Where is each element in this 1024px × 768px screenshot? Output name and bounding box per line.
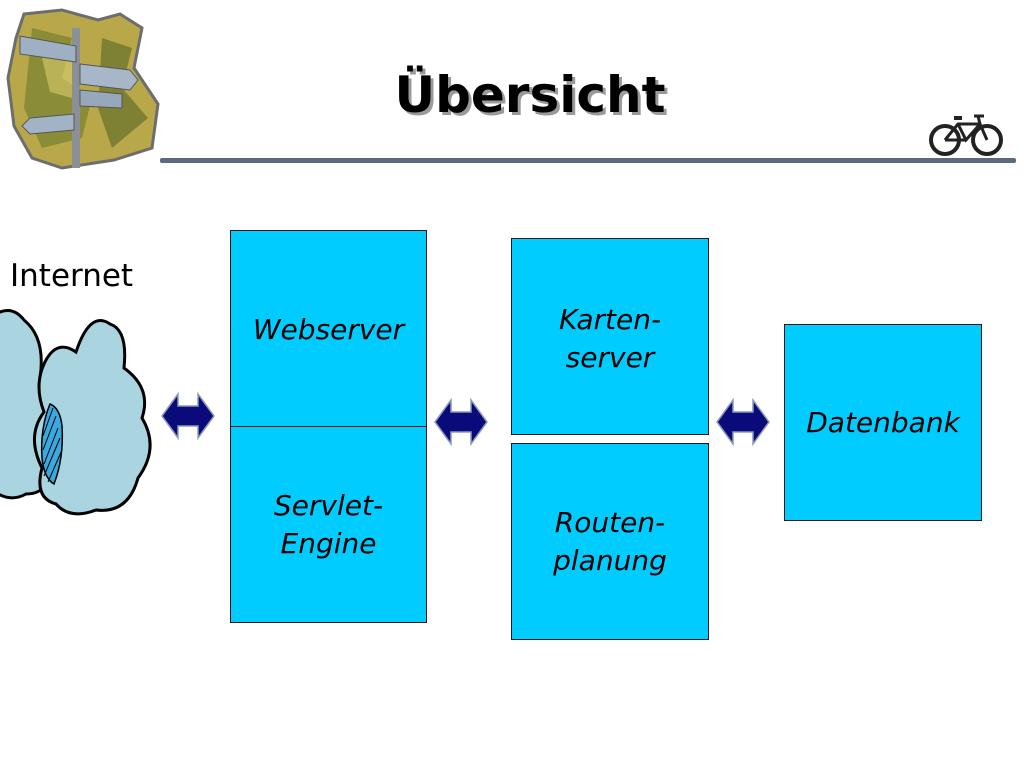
slide-title: Übersicht — [394, 66, 666, 124]
datenbank-label: Datenbank — [806, 405, 960, 439]
servlet-engine-label-line2: Engine — [280, 527, 377, 560]
double-arrow-internet-webserver — [161, 392, 215, 440]
datenbank-box: Datenbank — [784, 324, 982, 521]
kartenserver-box: Karten- server — [511, 238, 709, 435]
map-signpost-logo — [6, 8, 160, 170]
webserver-box: Webserver — [230, 230, 427, 427]
routenplanung-label: Routen- planung — [553, 504, 667, 580]
internet-cloud-icon — [0, 309, 152, 516]
webserver-label: Webserver — [252, 313, 405, 346]
servlet-engine-box: Servlet- Engine — [230, 426, 427, 623]
routenplanung-label-line1: Routen- — [554, 506, 666, 539]
routenplanung-label-line2: planung — [553, 544, 667, 577]
header-divider — [160, 158, 1016, 163]
kartenserver-label-line1: Karten- — [558, 303, 662, 336]
servlet-engine-label-line1: Servlet- — [273, 489, 384, 522]
bicycle-icon — [929, 114, 1003, 156]
routenplanung-box: Routen- planung — [511, 443, 709, 640]
kartenserver-label-line2: server — [565, 341, 655, 374]
kartenserver-label: Karten- server — [559, 301, 661, 377]
double-arrow-kartenserver-datenbank — [716, 398, 770, 446]
double-arrow-servlet-kartenserver — [434, 398, 488, 446]
servlet-engine-label: Servlet- Engine — [274, 487, 383, 563]
internet-label: Internet — [10, 258, 134, 294]
